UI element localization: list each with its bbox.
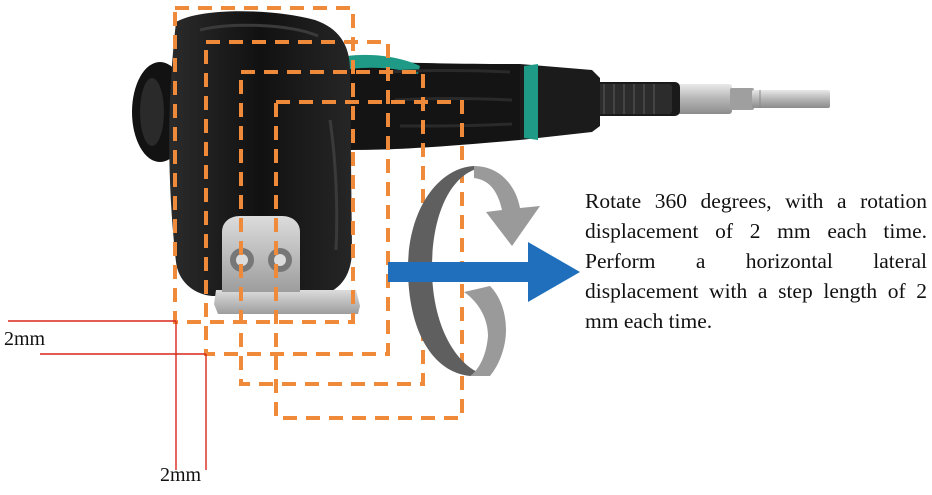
dimension-lines [8, 320, 207, 470]
right-arrow-icon [388, 242, 580, 302]
screwdriver-chuck [588, 82, 680, 116]
screwdriver-bit [676, 84, 830, 114]
rotation-arrow-icon [408, 166, 540, 376]
outline-step-3 [239, 70, 425, 386]
outline-step-2 [204, 40, 390, 356]
outline-step-1 [173, 6, 355, 324]
pistol-body [169, 11, 352, 296]
vertical-step-label: 2mm [160, 464, 202, 486]
ratchet-collar [520, 64, 600, 140]
dashed-displacement-outlines [173, 6, 464, 420]
outline-step-4 [274, 100, 464, 420]
horizontal-step-label: 2mm [4, 328, 46, 350]
annotation-text: Rotate 360 degrees, with a rotation disp… [585, 189, 927, 333]
